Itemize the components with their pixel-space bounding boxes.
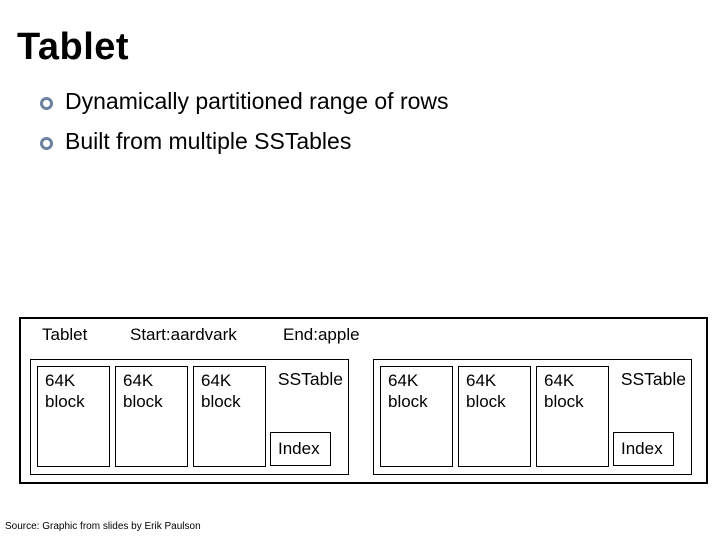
- sstable-group: 64K block 64K block 64K block SSTable In…: [30, 359, 349, 475]
- 64k-block: 64K block: [380, 366, 453, 467]
- index-label: Index: [621, 439, 663, 458]
- diagram-end-label: End:apple: [283, 325, 360, 344]
- sstable-label: SSTable: [620, 369, 686, 389]
- bullet-item: Dynamically partitioned range of rows: [40, 88, 625, 114]
- block-label: 64K block: [201, 371, 241, 411]
- block-label: 64K block: [544, 371, 584, 411]
- index-box: Index: [613, 432, 674, 466]
- 64k-block: 64K block: [37, 366, 110, 467]
- index-label: Index: [278, 439, 320, 458]
- block-label: 64K block: [466, 371, 506, 411]
- diagram-start-label: Start:aardvark: [130, 325, 237, 344]
- source-note: Source: Graphic from slides by Erik Paul…: [5, 521, 201, 532]
- page-title: Tablet: [17, 26, 130, 68]
- sstable-group: 64K block 64K block 64K block SSTable In…: [373, 359, 692, 475]
- 64k-block: 64K block: [193, 366, 266, 467]
- bullet-item: Built from multiple SSTables: [40, 128, 625, 154]
- block-label: 64K block: [45, 371, 85, 411]
- bullet-text: Dynamically partitioned range of rows: [65, 88, 449, 114]
- bullet-circle-icon: [40, 137, 53, 150]
- bullet-text: Built from multiple SSTables: [65, 128, 352, 154]
- bullet-circle-icon: [40, 97, 53, 110]
- 64k-block: 64K block: [536, 366, 609, 467]
- 64k-block: 64K block: [458, 366, 531, 467]
- block-label: 64K block: [388, 371, 428, 411]
- index-box: Index: [270, 432, 331, 466]
- block-label: 64K block: [123, 371, 163, 411]
- sstable-label: SSTable: [277, 369, 343, 389]
- tablet-diagram: Tablet Start:aardvark End:apple 64K bloc…: [19, 317, 708, 484]
- 64k-block: 64K block: [115, 366, 188, 467]
- diagram-tablet-label: Tablet: [42, 325, 88, 344]
